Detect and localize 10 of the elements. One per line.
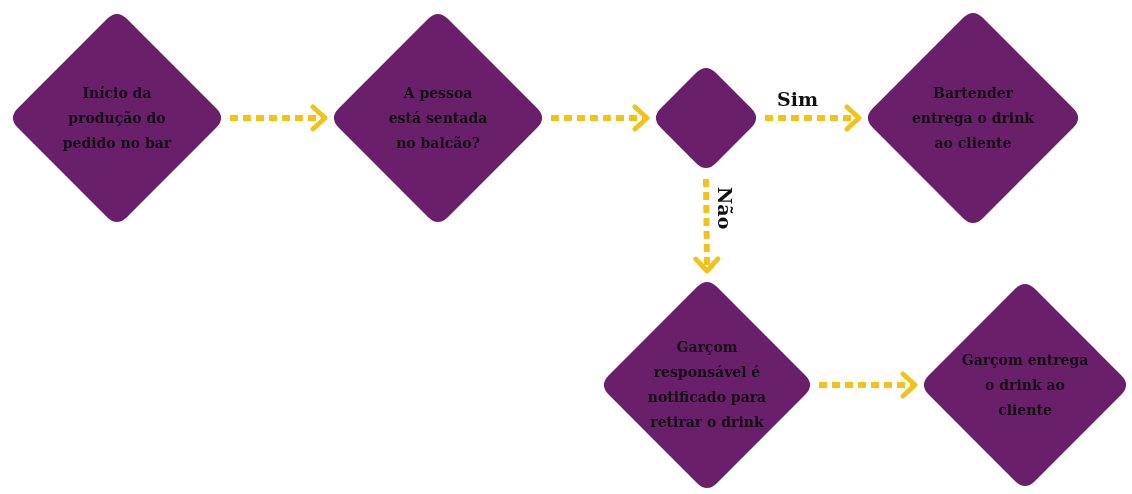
arrow: [230, 104, 328, 132]
node-text: Garçom responsável é notificado para retirar o drink: [647, 338, 767, 432]
arrow: [693, 178, 721, 274]
arrow: [551, 104, 650, 132]
node-text: Garçom entrega o drink ao cliente: [960, 350, 1090, 420]
arrow: [765, 104, 862, 132]
node-text: Início da produção do pedido no bar: [61, 83, 173, 153]
node-text: Bartender entrega o drink ao cliente: [910, 83, 1036, 153]
arrow: [819, 371, 918, 399]
node-text: A pessoa está sentada no balcão?: [388, 83, 488, 153]
